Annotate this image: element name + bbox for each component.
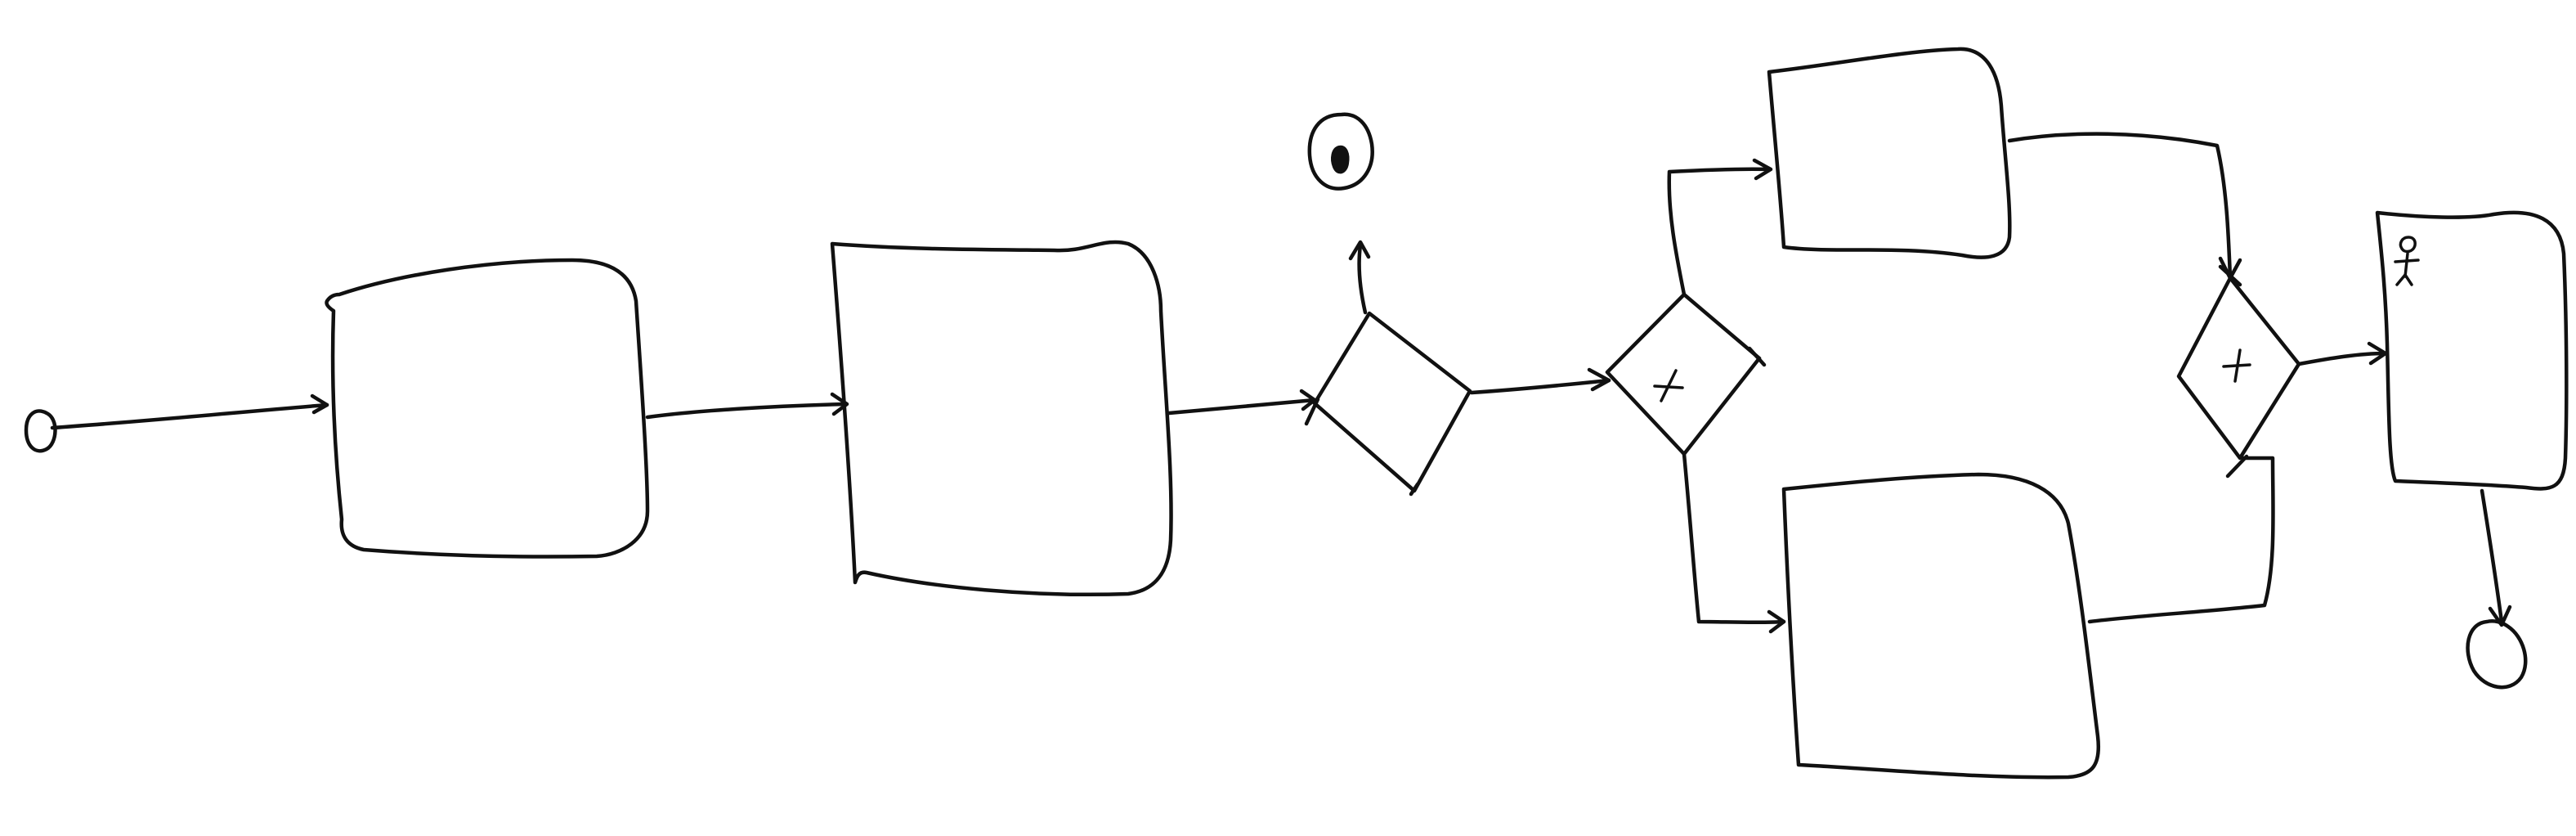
- end-event: [2466, 619, 2528, 690]
- flow-task-2-to-exclusive-gateway: [1167, 389, 1317, 416]
- flow-exclusive-gateway-to-terminate-end: [1348, 240, 1371, 315]
- flow-user-task-to-end: [2480, 488, 2512, 627]
- flow-task-1-to-task-2: [645, 392, 849, 420]
- parallel-join-gateway: [2176, 264, 2301, 479]
- flow-exclusive-to-parallel-split: [1469, 367, 1611, 395]
- task-2: [830, 240, 1173, 597]
- flow-split-to-task-3: [1667, 158, 1773, 297]
- task-3-upper: [1767, 47, 2012, 259]
- parallel-split-gateway: [1605, 292, 1767, 456]
- flow-task-4-to-join: [2087, 456, 2275, 624]
- exclusive-gateway: [1304, 311, 1472, 497]
- flow-split-to-task-4: [1682, 452, 1786, 634]
- start-event: [24, 409, 57, 453]
- plus-marker-h: [2222, 363, 2251, 368]
- task-1: [325, 258, 650, 559]
- user-task: [2375, 210, 2569, 491]
- user-icon: [2394, 236, 2420, 286]
- task-4-lower: [1781, 472, 2101, 780]
- flow-task-3-to-join: [2007, 132, 2242, 281]
- terminate-end-event: [1307, 112, 1374, 191]
- flow-start-to-task-1: [50, 393, 329, 430]
- flow-join-to-user-task: [2296, 341, 2388, 366]
- plus-marker-h: [1653, 384, 1684, 389]
